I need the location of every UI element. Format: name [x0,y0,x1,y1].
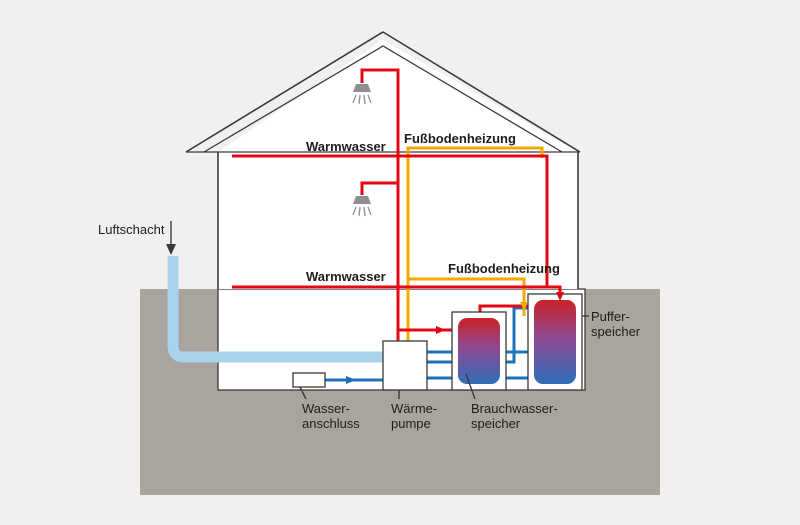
water-connection-box [292,372,326,388]
house-walls [217,152,579,289]
label-fussbodenheizung-lower: Fußbodenheizung [448,261,560,276]
house-roof [185,31,581,153]
buffer-tank [527,293,583,391]
label-warmwasser-upper: Warmwasser [306,139,386,154]
label-waermepumpe-line2: pumpe [391,416,431,431]
label-wasseranschluss-line1: Wasser- [302,401,350,416]
hot-water-pipes [232,68,562,345]
heat-pump-box [382,340,428,391]
shower-icon-upper [352,84,372,105]
shower-icon-lower [352,196,372,217]
label-fussbodenheizung-upper: Fußbodenheizung [404,131,516,146]
label-brauchwasserspeicher: Brauchwasser- speicher [471,401,558,431]
label-pufferspeicher: Puffer- speicher [591,309,640,339]
label-waermepumpe-line1: Wärme- [391,401,438,416]
label-warmwasser-lower: Warmwasser [306,269,386,284]
flow-arrow-floor-return [520,302,528,311]
label-brauchwasserspeicher-line2: speicher [471,416,521,431]
flow-arrow-hot-to-buffer [556,292,564,301]
label-wasseranschluss-line2: anschluss [302,416,360,431]
label-pufferspeicher-line1: Puffer- [591,309,630,324]
domestic-hot-water-tank [451,311,507,391]
label-luftschacht: Luftschacht [98,222,165,237]
label-pufferspeicher-line2: speicher [591,324,641,339]
luftschacht-arrow [166,221,176,255]
label-waermepumpe: Wärme- pumpe [391,401,437,431]
label-brauchwasserspeicher-line1: Brauchwasser- [471,401,558,416]
flow-arrow-hot-to-tank [436,326,446,334]
air-duct [167,256,390,363]
label-wasseranschluss: Wasser- anschluss [302,401,360,431]
label-connectors [299,315,589,400]
flow-arrow-cold [346,376,356,384]
